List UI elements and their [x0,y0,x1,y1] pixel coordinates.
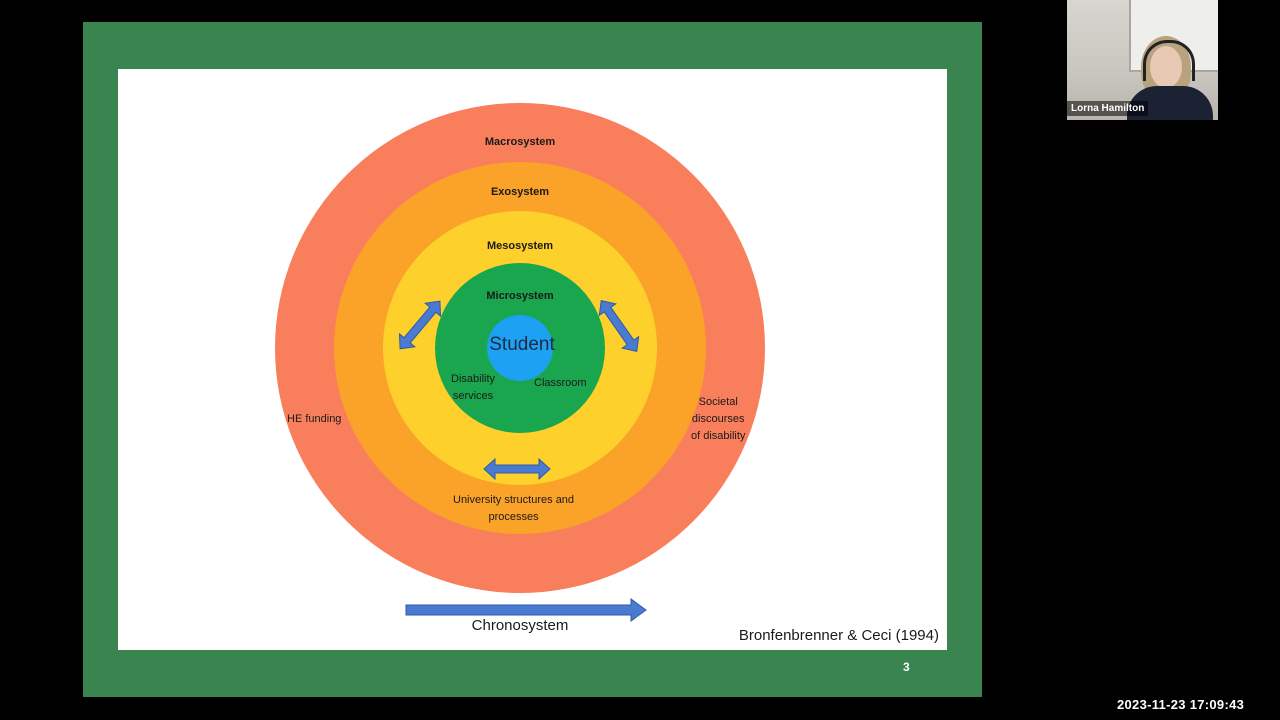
chronosystem-label: Chronosystem [471,617,569,634]
student-circle [487,315,553,381]
citation: Bronfenbrenner & Ceci (1994) [738,627,939,644]
mesosystem-label: Mesosystem [486,240,554,252]
slide-canvas: Macrosystem Exosystem Mesosystem Microsy… [118,69,947,650]
exosystem-label: Exosystem [490,186,550,198]
recording-timestamp: 2023-11-23 17:09:43 [1117,697,1245,712]
classroom-label: Classroom [534,377,587,389]
university-structures-label: University structures and processes [453,494,575,523]
double-arrow-right-icon [598,299,640,353]
participant-name-tag: Lorna Hamilton [1067,101,1149,116]
double-arrow-bottom-icon [483,457,551,481]
ecological-systems-diagram [275,103,765,622]
double-arrow-left-icon [398,300,442,350]
webcam-thumbnail[interactable]: Lorna Hamilton [1067,0,1218,120]
microsystem-label: Microsystem [486,290,554,302]
societal-discourses-label: Societal discourses of disability [691,396,746,442]
he-funding-label: HE funding [287,413,342,425]
disability-services-label: Disability services [451,373,496,402]
slide-frame: Macrosystem Exosystem Mesosystem Microsy… [83,22,982,697]
student-label: Student [489,334,555,355]
macrosystem-label: Macrosystem [484,136,556,148]
slide-number: 3 [903,660,910,674]
headset-icon [1143,40,1195,81]
chronosystem-arrow-icon [405,598,647,622]
